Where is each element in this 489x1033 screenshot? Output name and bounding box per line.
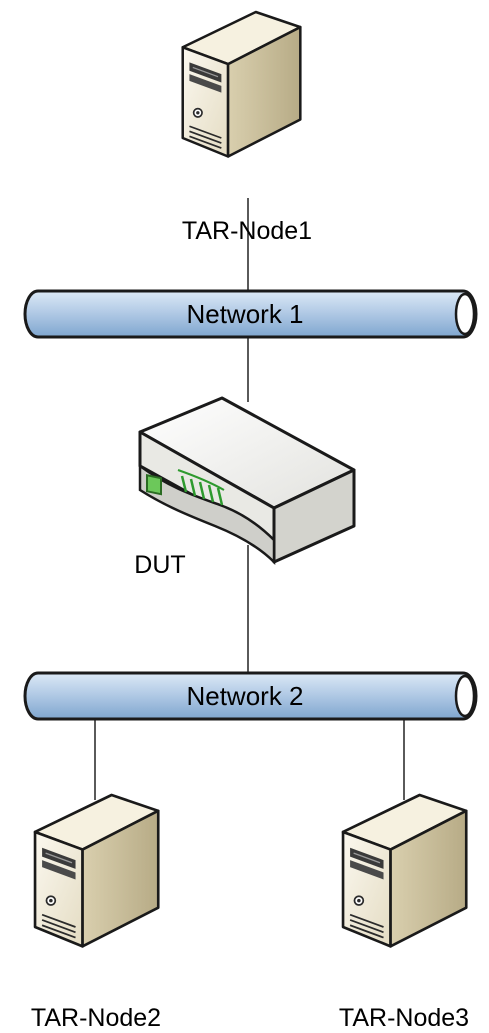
network1-bus: [23, 289, 478, 339]
node2-label: TAR-Node2: [31, 1004, 161, 1032]
network1-label: Network 1: [186, 299, 303, 329]
router-icon: [138, 396, 356, 566]
server-icon: [181, 10, 302, 158]
network2-bus: [23, 671, 478, 721]
server-icon: [341, 793, 468, 948]
server-icon: [33, 793, 160, 948]
network2-label: Network 2: [186, 681, 303, 711]
node3-label: TAR-Node3: [339, 1004, 469, 1032]
dut-label: DUT: [134, 551, 185, 579]
node1-label: TAR-Node1: [182, 217, 312, 245]
